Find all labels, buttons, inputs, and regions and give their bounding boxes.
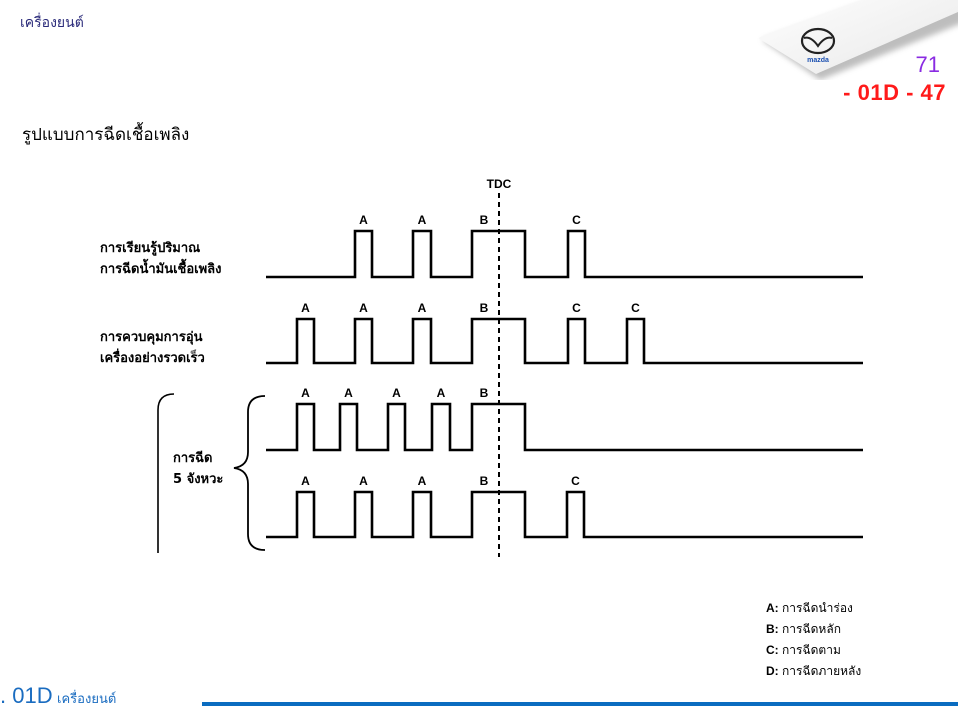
pulse-label-a: A xyxy=(301,301,310,315)
pulse-label-a: A xyxy=(359,213,368,227)
pulse-label-a: A xyxy=(359,474,368,488)
pulse-label-b: B xyxy=(480,301,489,315)
pulse-label-c: C xyxy=(572,213,581,227)
slide-heading: รูปแบบการฉีดเชื้อเพลิง xyxy=(22,125,190,145)
legend-item: C: การฉีดตาม xyxy=(766,643,841,657)
pulse-label-c: C xyxy=(571,474,580,488)
pulse-label-a: A xyxy=(359,301,368,315)
row-label-line: การเรียนรู้ปริมาณ xyxy=(100,241,201,256)
brand-text: mazda xyxy=(807,57,829,64)
row-label-line: เครื่องอย่างรวดเร็ว xyxy=(100,351,205,366)
pulse-label-b: B xyxy=(480,386,489,400)
tdc-label: TDC xyxy=(487,177,512,191)
waveform-row-4 xyxy=(266,490,863,539)
legend-item: A: การฉีดนำร่อง xyxy=(766,601,853,615)
pulse-label-a: A xyxy=(418,301,427,315)
pulse-label-c: C xyxy=(631,301,640,315)
row-label-line: การฉีดน้ำมันเชื้อเพลิง xyxy=(100,262,222,277)
group-label-line: 5 จังหวะ xyxy=(173,472,224,487)
waveform-row-1 xyxy=(266,229,863,279)
row-label-learning: การเรียนรู้ปริมาณ การฉีดน้ำมันเชื้อเพลิง xyxy=(100,238,222,280)
footer-divider xyxy=(202,702,958,706)
row-label-warmup: การควบคุมการอุ่น เครื่องอย่างรวดเร็ว xyxy=(100,327,205,369)
pulse-label-a: A xyxy=(418,213,427,227)
mazda-logo: mazda xyxy=(800,27,836,64)
legend-item: D: การฉีดภายหลัง xyxy=(766,664,862,678)
pulse-label-a: A xyxy=(418,474,427,488)
legend: A: การฉีดนำร่อง B: การฉีดหลัก C: การฉีดต… xyxy=(766,598,861,682)
pulse-label-a: A xyxy=(301,474,310,488)
waveform-row-2 xyxy=(266,317,863,365)
pulse-label-c: C xyxy=(572,301,581,315)
legend-item: B: การฉีดหลัก xyxy=(766,622,841,636)
footer-name: เครื่องยนต์ xyxy=(57,691,117,706)
pulse-label-a: A xyxy=(344,386,353,400)
curly-brace xyxy=(233,395,266,551)
footer-code: . 01D xyxy=(0,683,53,708)
pulse-label-a: A xyxy=(437,386,446,400)
injection-timing-diagram: TDC A A B C A A A B C C A A A A B A A A B C xyxy=(157,177,863,557)
page-number: 71 xyxy=(915,52,940,77)
pulse-label-b: B xyxy=(480,213,489,227)
top-title: เครื่องยนต์ xyxy=(20,15,84,31)
pulse-label-a: A xyxy=(301,386,310,400)
brand-ribbon xyxy=(758,0,958,80)
pulse-label-b: B xyxy=(480,474,489,488)
group-label-5-stage: การฉีด 5 จังหวะ xyxy=(173,448,223,490)
group-label-line: การฉีด xyxy=(173,451,213,466)
section-code: - 01D - 47 xyxy=(843,80,946,105)
waveform-row-3 xyxy=(266,402,863,452)
outer-bracket xyxy=(157,393,175,553)
row-label-line: การควบคุมการอุ่น xyxy=(100,330,203,345)
pulse-label-a: A xyxy=(392,386,401,400)
footer-label: . 01D เครื่องยนต์ xyxy=(0,683,116,709)
